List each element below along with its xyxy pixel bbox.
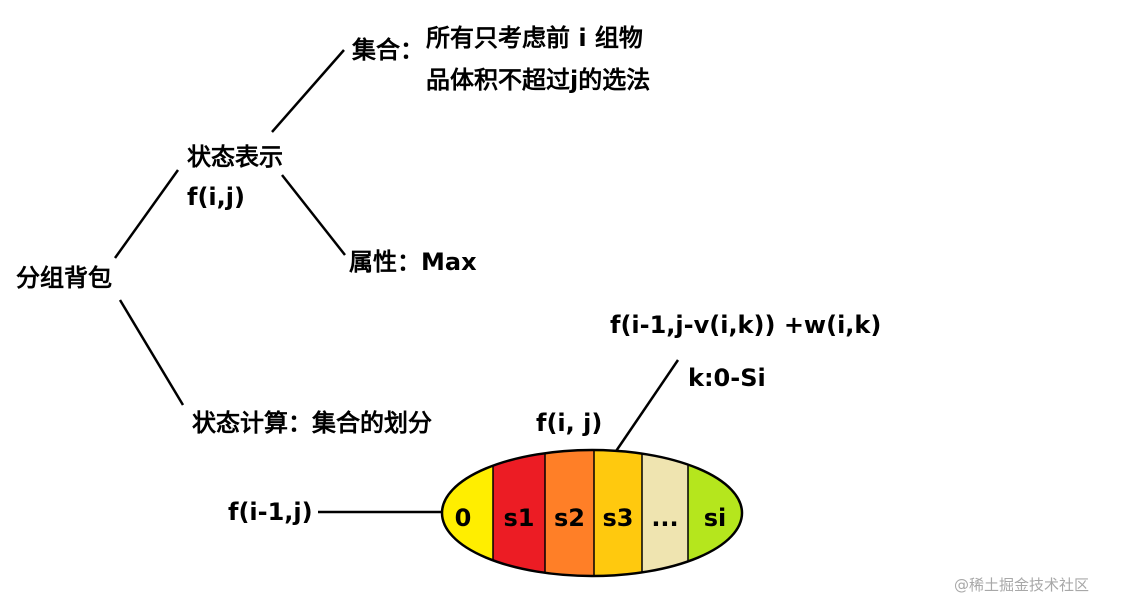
partition-label-5: si bbox=[704, 504, 727, 532]
partition-label-0: 0 bbox=[455, 504, 472, 532]
set-label: 集合： bbox=[352, 36, 424, 64]
state-repr-label: 状态表示 bbox=[187, 143, 283, 171]
attribute-label: 属性：Max bbox=[349, 248, 477, 276]
partition-label-3: s3 bbox=[603, 504, 634, 532]
partition-label-2: s2 bbox=[554, 504, 585, 532]
watermark: @稀土掘金技术社区 bbox=[954, 576, 1090, 594]
state-calc-label: 状态计算：集合的划分 bbox=[192, 409, 432, 437]
partition-label-4: ... bbox=[651, 504, 678, 532]
partition-segment-1 bbox=[493, 450, 545, 576]
k-range-label: k:0-Si bbox=[688, 364, 766, 392]
partition-label-1: s1 bbox=[504, 504, 535, 532]
transition-formula: f(i-1,j-v(i,k)) +w(i,k) bbox=[610, 311, 882, 339]
edge-s3-to-transition bbox=[608, 359, 680, 461]
partition-segment-3 bbox=[594, 450, 642, 576]
edge-state-repr-to-attribute bbox=[281, 174, 346, 256]
edge-root-to-state-repr bbox=[113, 169, 180, 259]
edge-state-repr-to-set bbox=[271, 49, 345, 133]
f-ij-label: f(i, j) bbox=[536, 409, 603, 437]
root-label: 分组背包 bbox=[16, 264, 112, 292]
partition-dividers bbox=[492, 450, 689, 576]
partition-segment-4 bbox=[642, 450, 688, 576]
f-prev-label: f(i-1,j) bbox=[228, 498, 313, 526]
partition-segment-2 bbox=[545, 450, 594, 576]
set-description-line2: 品体积不超过j的选法 bbox=[426, 66, 651, 94]
state-repr-formula: f(i,j) bbox=[187, 183, 245, 211]
edge-root-to-state-calc bbox=[118, 299, 185, 406]
set-description-line1: 所有只考虑前 i 组物 bbox=[426, 24, 643, 52]
partition-labels: 0 s1 s2 s3... si bbox=[455, 504, 727, 532]
